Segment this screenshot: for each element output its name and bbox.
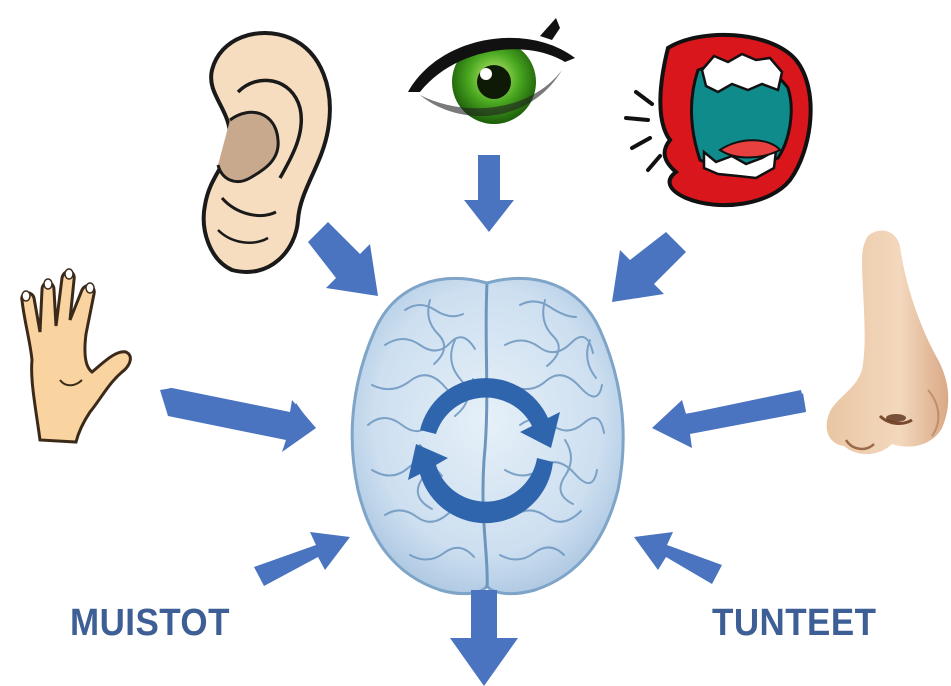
nose-icon [827,231,949,455]
arrow-ear-to-brain [308,222,378,296]
emotions-label: TUNTEET [712,604,876,642]
arrow-memories-to-brain [254,532,350,586]
arrow-output-down [450,590,518,686]
brain-icon [352,278,623,593]
eye-icon [408,18,575,124]
hand-icon [22,269,131,442]
arrow-eye-to-brain [464,155,514,232]
arrow-mouth-to-brain [612,232,686,302]
ear-icon [204,33,330,272]
mouth-icon [626,35,811,205]
arrow-emotions-to-brain [634,532,722,584]
memories-label: MUISTOT [70,604,230,642]
